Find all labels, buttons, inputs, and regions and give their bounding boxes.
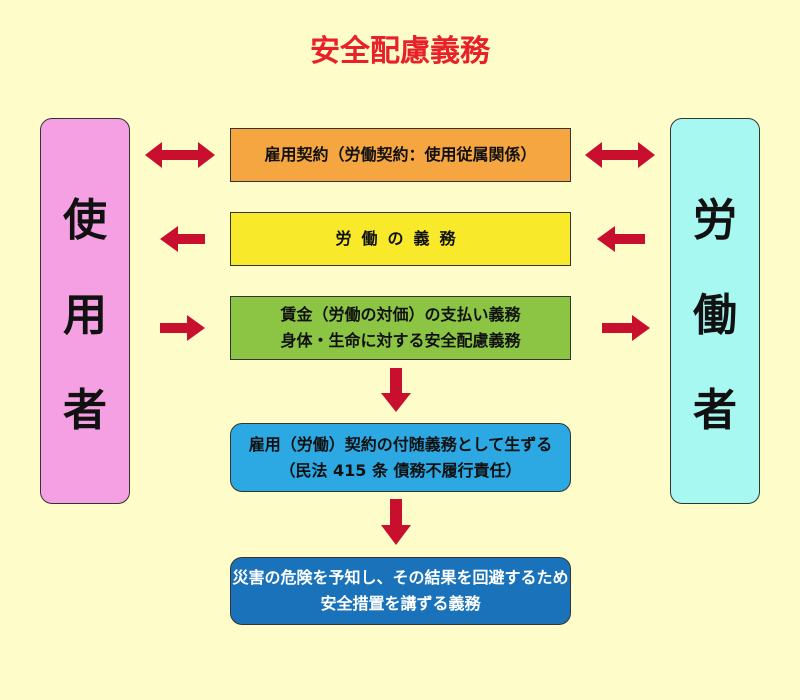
employer-char: 使 bbox=[63, 195, 107, 247]
labor-duty-box: 労働の義務 bbox=[230, 212, 571, 266]
measure-text-2: 安全措置を講ずる義務 bbox=[320, 594, 481, 613]
contract-box: 雇用契約（労働契約：使用従属関係） bbox=[230, 128, 571, 182]
worker-char: 働 bbox=[693, 289, 737, 341]
safety-measure-box: 災害の危険を予知し、その結果を回避するため 安全措置を講ずる義務 bbox=[230, 557, 571, 625]
right-arrow-icon bbox=[160, 315, 205, 341]
employer-duty-box: 賃金（労働の対価）の支払い義務 身体・生命に対する安全配慮義務 bbox=[230, 296, 571, 360]
page-title: 安全配慮義務 bbox=[310, 34, 490, 69]
double-arrow-icon bbox=[145, 142, 215, 168]
worker-char: 者 bbox=[693, 384, 737, 436]
employer-char: 用 bbox=[63, 289, 107, 341]
measure-text: 災害の危険を予知し、その結果を回避するため bbox=[232, 568, 569, 587]
civil-code-text: （民法 415 条 債務不履行責任） bbox=[279, 460, 522, 480]
origin-box: 雇用（労働）契約の付随義務として生ずる （民法 415 条 債務不履行責任） bbox=[230, 423, 571, 492]
down-arrow-icon bbox=[381, 368, 411, 412]
wage-duty-text: 賃金（労働の対価）の支払い義務 bbox=[280, 305, 521, 324]
employer-char: 者 bbox=[63, 384, 107, 436]
contract-text: 雇用契約（労働契約：使用従属関係） bbox=[264, 145, 537, 164]
worker-char: 労 bbox=[693, 195, 737, 247]
safety-duty-text: 身体・生命に対する安全配慮義務 bbox=[280, 331, 521, 350]
down-arrow-icon bbox=[381, 499, 411, 545]
left-arrow-icon bbox=[160, 226, 205, 252]
labor-duty-text: 労働の義務 bbox=[335, 229, 466, 248]
employer-box: 使 用 者 bbox=[40, 118, 130, 504]
left-arrow-icon bbox=[597, 226, 645, 252]
worker-box: 労 働 者 bbox=[670, 118, 760, 504]
origin-text: 雇用（労働）契約の付随義務として生ずる bbox=[248, 434, 553, 454]
double-arrow-icon bbox=[585, 142, 655, 168]
right-arrow-icon bbox=[602, 315, 650, 341]
